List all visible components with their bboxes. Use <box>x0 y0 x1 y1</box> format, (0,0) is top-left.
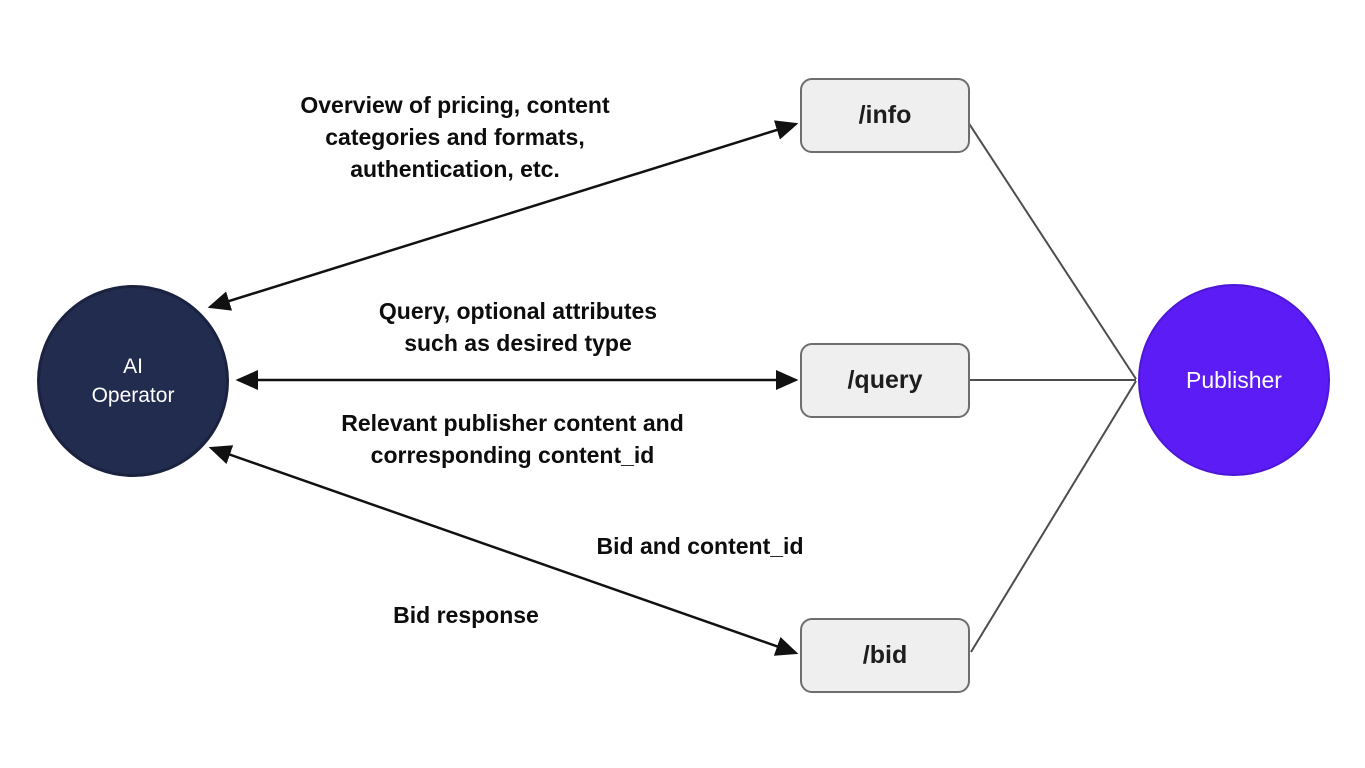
label-bid-response: Bid response <box>393 602 539 628</box>
endpoint-info-label: /info <box>858 101 912 129</box>
endpoint-bid: /bid <box>800 618 970 693</box>
endpoint-bid-label: /bid <box>862 641 908 669</box>
line-info-publisher <box>967 121 1137 380</box>
endpoint-info: /info <box>800 78 970 153</box>
endpoint-query: /query <box>800 343 970 418</box>
arrow-ai-info <box>207 120 799 311</box>
label-bid-request: Bid and content_id <box>596 533 804 559</box>
label-query-response: Relevant publisher content and correspon… <box>341 410 684 468</box>
ai-operator-label: AI Operator <box>91 355 175 407</box>
node-ai-operator: AI Operator <box>37 285 229 477</box>
endpoint-query-label: /query <box>847 366 923 394</box>
label-info-request: Overview of pricing, content categories … <box>300 92 610 182</box>
arrow-ai-bid <box>208 445 799 656</box>
publisher-label: Publisher <box>1186 366 1282 393</box>
node-publisher: Publisher <box>1138 284 1330 476</box>
line-bid-publisher <box>970 380 1137 653</box>
label-query-request: Query, optional attributes such as desir… <box>378 298 658 356</box>
